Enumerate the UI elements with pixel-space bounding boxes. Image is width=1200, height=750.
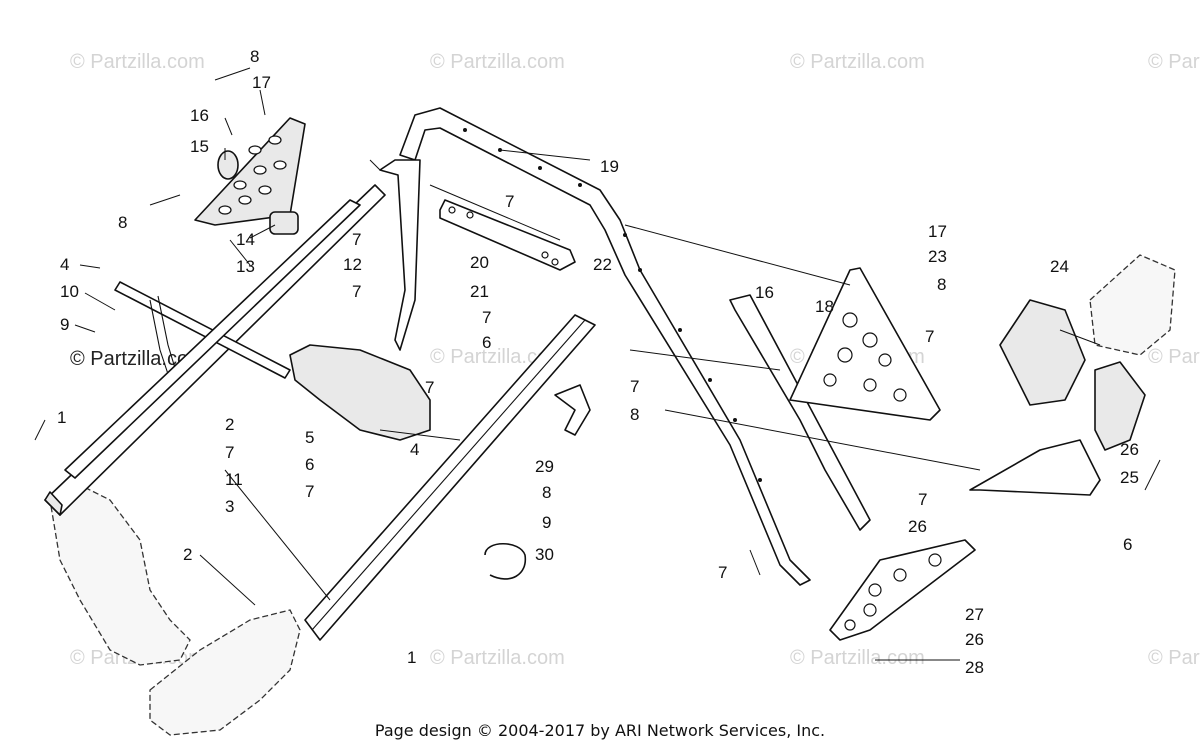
upright-left bbox=[379, 159, 421, 351]
callout-15: 15 bbox=[190, 137, 209, 156]
callout-22: 22 bbox=[593, 255, 612, 274]
callout-7: 7 bbox=[352, 230, 361, 249]
callout-9: 9 bbox=[60, 315, 69, 334]
spring-15 bbox=[217, 150, 239, 180]
panel-plate-23-holes bbox=[823, 312, 907, 402]
callout-27: 27 bbox=[965, 605, 984, 624]
callout-16: 16 bbox=[755, 283, 774, 302]
callout-8: 8 bbox=[630, 405, 639, 424]
callout-17: 17 bbox=[928, 222, 947, 241]
callout-4: 4 bbox=[60, 255, 69, 274]
callout-7: 7 bbox=[352, 282, 361, 301]
upright-right bbox=[729, 294, 871, 531]
cover-24 bbox=[999, 299, 1086, 406]
callout-6: 6 bbox=[1123, 535, 1132, 554]
footer-copyright: Page design © 2004-2017 by ARI Network S… bbox=[375, 721, 825, 740]
callout-9: 9 bbox=[542, 513, 551, 532]
callout-18: 18 bbox=[815, 297, 834, 316]
callout-30: 30 bbox=[535, 545, 554, 564]
callout-19: 19 bbox=[600, 157, 619, 176]
callout-26: 26 bbox=[965, 630, 984, 649]
watermark: © Partzilla.com bbox=[430, 346, 565, 368]
watermark: © Partzilla.com bbox=[430, 51, 565, 73]
rail-lower-edge bbox=[311, 319, 586, 631]
callout-14: 14 bbox=[236, 230, 255, 249]
parts-layer bbox=[44, 107, 1176, 736]
bracket-25 bbox=[969, 439, 1101, 496]
watermark: © Partzilla.com bbox=[430, 647, 565, 669]
callout-7: 7 bbox=[630, 377, 639, 396]
callout-6: 6 bbox=[482, 333, 491, 352]
callout-12: 12 bbox=[343, 255, 362, 274]
watermark: © Partzilla.com bbox=[1148, 346, 1200, 368]
callout-2: 2 bbox=[183, 545, 192, 564]
lower-plate-27-holes bbox=[844, 553, 942, 631]
callout-20: 20 bbox=[470, 253, 489, 272]
watermark: © Partzilla.com bbox=[790, 51, 925, 73]
callout-5: 5 bbox=[305, 428, 314, 447]
callout-8: 8 bbox=[118, 213, 127, 232]
callout-7: 7 bbox=[425, 378, 434, 397]
bumper-14 bbox=[269, 211, 299, 235]
box-outline bbox=[1089, 254, 1176, 356]
callout-7: 7 bbox=[718, 563, 727, 582]
callout-26: 26 bbox=[1120, 440, 1139, 459]
roll-bar-19-holes bbox=[463, 128, 762, 482]
roll-bar-19 bbox=[399, 107, 811, 586]
watermark: © Partzilla.com bbox=[70, 51, 205, 73]
watermark: © Partzilla.com bbox=[1148, 51, 1200, 73]
callout-4: 4 bbox=[410, 440, 419, 459]
callout-21: 21 bbox=[470, 282, 489, 301]
callout-7: 7 bbox=[505, 192, 514, 211]
watermark: © Partzilla.com bbox=[790, 647, 925, 669]
callout-11: 11 bbox=[225, 470, 243, 489]
mount-plate-13 bbox=[194, 117, 306, 226]
handle-bar-10 bbox=[114, 281, 291, 379]
callout-8: 8 bbox=[542, 483, 551, 502]
callout-29: 29 bbox=[535, 457, 554, 476]
mount-plate-13-holes bbox=[218, 135, 287, 215]
clamp-30 bbox=[484, 543, 526, 580]
callout-13: 13 bbox=[236, 257, 255, 276]
callout-24: 24 bbox=[1050, 257, 1069, 276]
callout-2: 2 bbox=[225, 415, 234, 434]
callout-1: 1 bbox=[57, 408, 66, 427]
seat-cover-5 bbox=[289, 344, 431, 441]
callout-25: 25 bbox=[1120, 468, 1139, 487]
callout-8: 8 bbox=[250, 47, 259, 66]
callout-10: 10 bbox=[60, 282, 79, 301]
callout-26: 26 bbox=[908, 517, 927, 536]
callout-17: 17 bbox=[252, 73, 271, 92]
rail-lower bbox=[304, 314, 596, 641]
callout-16: 16 bbox=[190, 106, 209, 125]
handle-24 bbox=[1094, 361, 1146, 451]
frame-outline-lower-left bbox=[49, 479, 191, 666]
callout-8: 8 bbox=[937, 275, 946, 294]
leader-lines bbox=[34, 67, 1161, 661]
strap-plate-20-holes bbox=[448, 206, 559, 266]
callout-7: 7 bbox=[925, 327, 934, 346]
callout-28: 28 bbox=[965, 658, 984, 677]
frame-outline-center bbox=[149, 609, 301, 736]
rail-long bbox=[64, 199, 361, 479]
callout-7: 7 bbox=[482, 308, 491, 327]
callout-7: 7 bbox=[305, 482, 314, 501]
callout-3: 3 bbox=[225, 497, 234, 516]
watermark: © Partzilla.com bbox=[1148, 647, 1200, 669]
cross-tube-3-end bbox=[44, 491, 63, 516]
bracket-29 bbox=[554, 384, 591, 436]
callout-23: 23 bbox=[928, 247, 947, 266]
callout-6: 6 bbox=[305, 455, 314, 474]
callout-7: 7 bbox=[225, 443, 234, 462]
callout-layer: 8 17 16 15 8 14 13 4 10 9 1 12 7 7 2 7 1… bbox=[57, 47, 1139, 677]
callout-7: 7 bbox=[918, 490, 927, 509]
callout-1: 1 bbox=[407, 648, 416, 667]
strap-plate-20 bbox=[439, 199, 576, 271]
